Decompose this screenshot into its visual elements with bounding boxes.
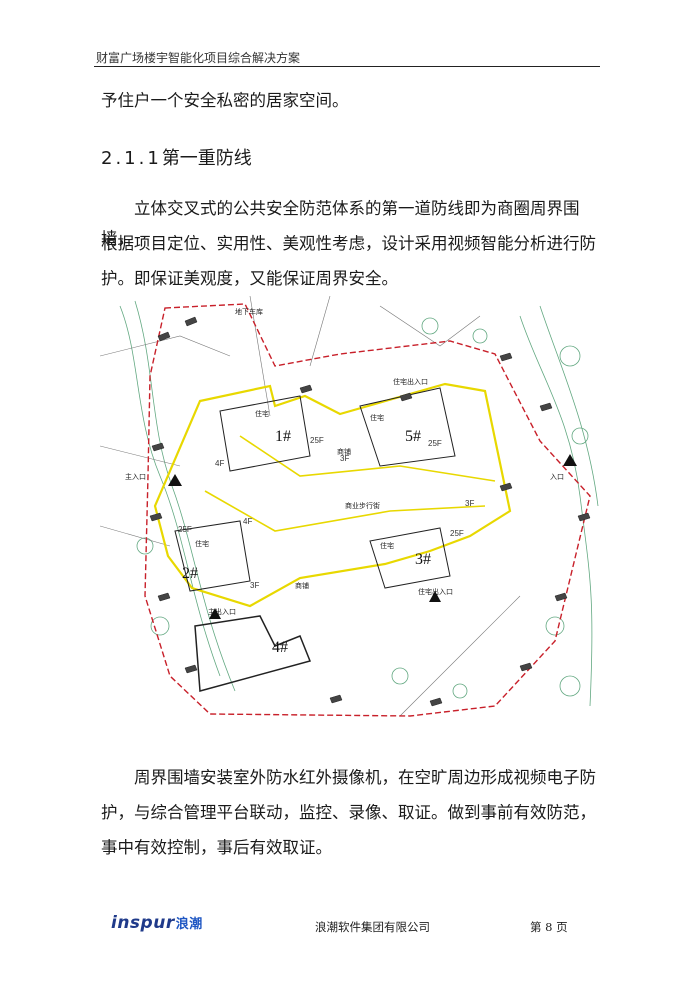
footer-logo: inspur浪潮 <box>111 913 203 933</box>
floor-tags: 25F 25F 25F 25F 4F 4F 3F 3F 3F <box>178 436 474 590</box>
svg-text:住宅: 住宅 <box>195 539 209 548</box>
footer-company: 浪潮软件集团有限公司 <box>315 920 430 934</box>
building-outlines <box>174 387 456 692</box>
svg-text:4F: 4F <box>215 459 224 468</box>
svg-text:主出入口: 主出入口 <box>208 607 236 616</box>
svg-text:25F: 25F <box>178 525 192 534</box>
svg-text:3F: 3F <box>465 499 474 508</box>
intro-line: 予住户一个安全私密的居家空间。 <box>101 91 349 110</box>
road-lines <box>100 296 521 717</box>
svg-text:住宅: 住宅 <box>255 409 269 418</box>
paragraph-1-line: 根据项目定位、实用性、美观性考虑，设计采用视频智能分析进行防 <box>101 234 596 253</box>
svg-text:商铺: 商铺 <box>337 447 351 456</box>
svg-text:4F: 4F <box>243 517 252 526</box>
paragraph-1-line: 护。即保证美观度，又能保证周界安全。 <box>101 269 398 288</box>
svg-text:25F: 25F <box>310 436 324 445</box>
svg-text:25F: 25F <box>428 439 442 448</box>
paragraph-2: 周界围墙安装室外防水红外摄像机，在空旷周边形成视频电子防 护，与综合管理平台联动… <box>101 763 611 868</box>
plan-labels: 住宅 住宅 住宅 住宅 商铺 商铺 商业步行街 主入口 入口 住宅出入口 住宅出… <box>125 307 564 616</box>
page-header-title: 财富广场楼宇智能化项目综合解决方案 <box>96 51 301 65</box>
building-label-4: 4# <box>272 639 288 656</box>
svg-text:商业步行街: 商业步行街 <box>345 501 380 510</box>
svg-text:地下车库: 地下车库 <box>235 307 263 316</box>
walkway-edge <box>204 490 486 532</box>
building-complex-outline <box>153 382 512 608</box>
svg-text:住宅: 住宅 <box>380 541 394 550</box>
svg-text:主入口: 主入口 <box>125 472 146 481</box>
perimeter-wall <box>144 303 591 717</box>
paragraph-1: 立体交叉式的公共安全防范体系的第一道防线即为商圈周界围墙， 根据项目定位、实用性… <box>101 194 611 299</box>
section-title: 第一重防线 <box>161 148 252 169</box>
section-number: 2.1.1 <box>101 148 162 169</box>
svg-text:3F: 3F <box>250 581 259 590</box>
camera-icons <box>149 316 591 707</box>
footer-logo-cn: 浪潮 <box>175 917 203 932</box>
building-label-3: 3# <box>415 551 431 568</box>
paragraph-2-line: 护，与综合管理平台联动，监控、录像、取证。做到事前有效防范， <box>101 803 596 822</box>
svg-text:3F: 3F <box>340 454 349 463</box>
paragraph-2-line: 事中有效控制，事后有效取证。 <box>101 838 332 857</box>
footer-page-number: 第 8 页 <box>530 920 568 934</box>
svg-text:25F: 25F <box>450 529 464 538</box>
svg-text:住宅出入口: 住宅出入口 <box>393 377 428 386</box>
header-rule <box>94 66 600 67</box>
building-label-5: 5# <box>405 428 421 445</box>
svg-text:入口: 入口 <box>550 473 564 481</box>
site-plan-figure: 1# 2# 3# 4# 5# 25F 25F 25F 25F 4F 4F 3F … <box>100 296 600 720</box>
building-label-2: 2# <box>182 565 198 582</box>
building-label-1: 1# <box>275 428 291 445</box>
svg-text:住宅: 住宅 <box>370 413 384 422</box>
paragraph-1-line: 立体交叉式的公共安全防范体系的第一道防线即为商圈周界围墙， <box>101 199 580 248</box>
svg-text:住宅出入口: 住宅出入口 <box>418 587 453 596</box>
entrance-markers <box>168 454 577 619</box>
svg-text:商铺: 商铺 <box>295 581 309 590</box>
footer-logo-text: inspur <box>111 913 175 933</box>
paragraph-2-line: 周界围墙安装室外防水红外摄像机，在空旷周边形成视频电子防 <box>134 768 596 787</box>
greenery <box>119 300 599 707</box>
walkway-edge <box>239 435 496 482</box>
section-heading: 2.1.1第一重防线 <box>101 144 252 170</box>
